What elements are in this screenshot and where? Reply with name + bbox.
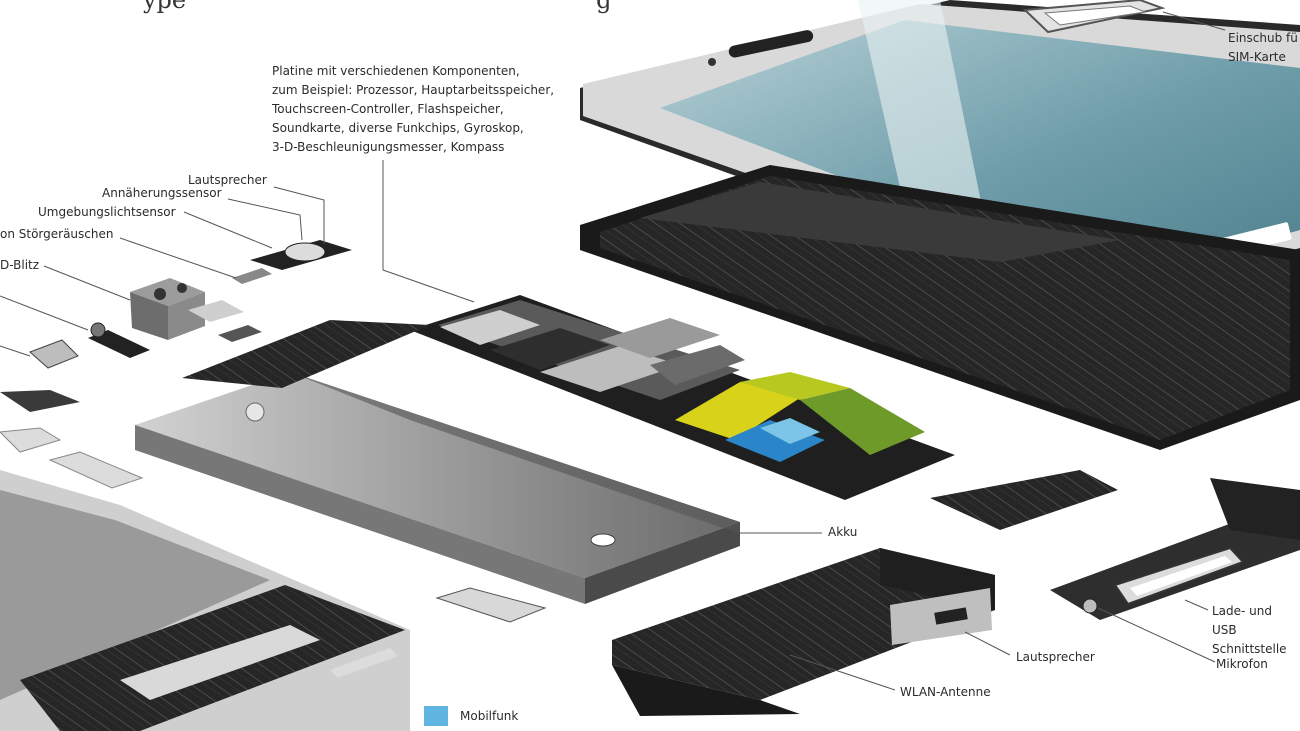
logic-board [410, 295, 955, 500]
earpiece-slot [728, 30, 814, 58]
legend-swatch-mobilfunk [424, 706, 448, 726]
label-mikrofon: Mikrofon [1216, 657, 1268, 671]
speaker-wlan-assembly [612, 548, 995, 716]
label-sim-line: Einschub fü [1228, 31, 1298, 45]
upper-left-components [0, 240, 430, 489]
label-lautsprecher-bottom: Lautsprecher [1016, 650, 1095, 664]
label-lautsprecher-top: Lautsprecher [188, 173, 267, 187]
label-lade-usb-line: Lade- und USB [1212, 604, 1273, 637]
chip-light-blue [760, 418, 820, 444]
label-akku: Akku [828, 525, 858, 539]
page-title-fragment: ype g [143, 0, 612, 14]
label-lade-usb: Lade- und USB Schnittstelle [1212, 602, 1300, 659]
chip-yellow [675, 382, 800, 440]
label-platine-line: zum Beispiel: Prozessor, Hauptarbeitsspe… [272, 83, 555, 97]
chip-green [800, 388, 925, 455]
battery-connector [435, 587, 547, 623]
label-stoergeraeusche: on Störgeräuschen [0, 227, 114, 241]
screen-glare [858, 0, 990, 246]
label-umgebungslichtsensor: Umgebungslichtsensor [38, 205, 176, 219]
label-platine: Platine mit verschiedenen Komponenten, z… [272, 62, 554, 157]
dock-connector-assembly [930, 470, 1300, 620]
title-fragment-a: ype [143, 0, 187, 14]
chip-blue [725, 420, 825, 462]
label-sim-line: SIM-Karte [1228, 50, 1286, 64]
mid-frame [580, 165, 1300, 450]
sim-tray [1022, 0, 1166, 34]
label-sim: Einschub fü SIM-Karte [1228, 29, 1298, 67]
label-annaeherungssensor: Annäherungssensor [102, 186, 222, 200]
label-wlan-antenne: WLAN-Antenne [900, 685, 991, 699]
label-platine-line: Soundkarte, diverse Funkchips, Gyroskop, [272, 121, 524, 135]
legend-label-mobilfunk: Mobilfunk [460, 709, 519, 723]
front-camera [708, 58, 716, 66]
title-fragment-b: g [596, 0, 612, 14]
touchscreen [660, 20, 1300, 282]
label-lade-usb-line: Schnittstelle [1212, 642, 1287, 656]
battery [135, 372, 740, 604]
label-platine-line: Touchscreen-Controller, Flashspeicher, [272, 102, 504, 116]
chip-yellow-green [740, 372, 850, 400]
leader-lines [0, 11, 1226, 691]
label-platine-line: Platine mit verschiedenen Komponenten, [272, 64, 520, 78]
rear-housing [0, 470, 410, 731]
legend: Mobilfunk [424, 706, 518, 726]
label-platine-line: 3-D-Beschleunigungsmesser, Kompass [272, 140, 505, 154]
label-blitz: D-Blitz [0, 258, 40, 272]
